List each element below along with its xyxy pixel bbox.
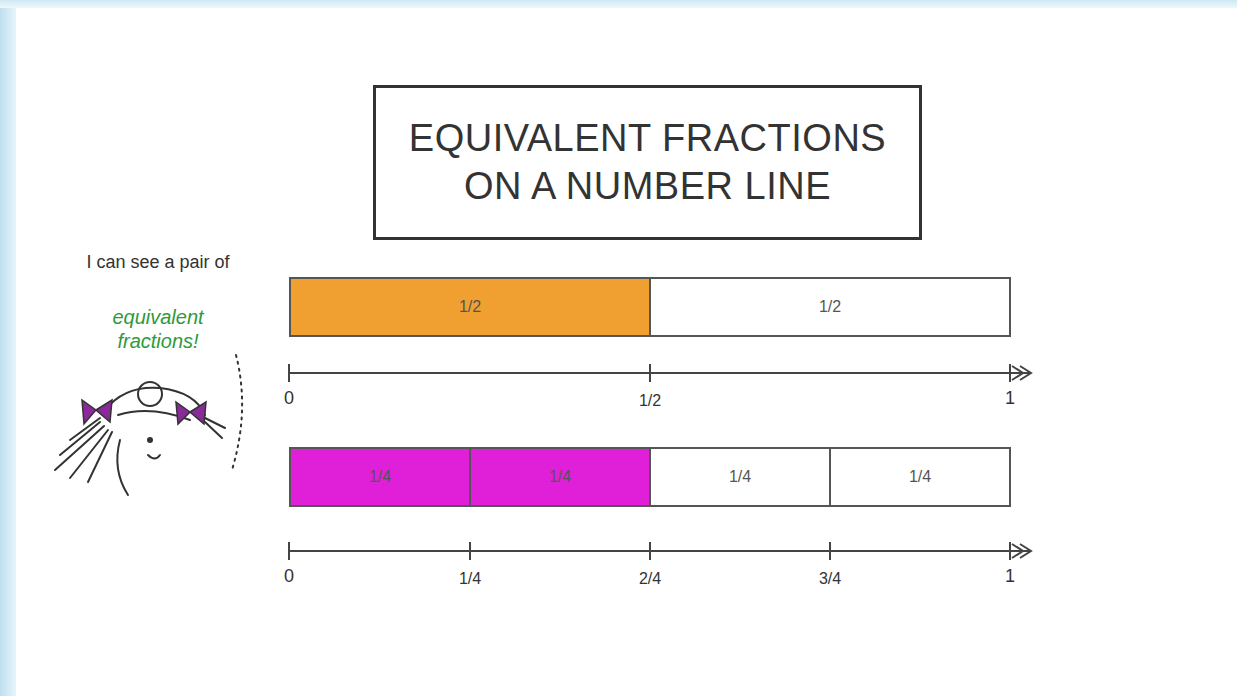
label-text: 3/4 (819, 570, 841, 587)
tick-label: 1/4 (459, 570, 481, 588)
tick-label: 1/2 (639, 392, 661, 410)
fraction-segment: 1/4 (469, 447, 651, 507)
label-text: equivalent fractions! (112, 306, 203, 352)
tick-label: 0 (284, 388, 294, 409)
fraction-segment: 1/2 (649, 277, 1011, 337)
tick-label: 0 (284, 566, 294, 587)
label-text: 0 (284, 566, 294, 586)
label-text: 1 (1005, 388, 1015, 408)
fraction-text: 1/2 (459, 298, 481, 316)
label-text: 2/4 (639, 570, 661, 587)
fraction-segment: 1/4 (829, 447, 1011, 507)
label-text: 1/4 (459, 570, 481, 587)
background-strip (0, 0, 16, 696)
title-box: EQUIVALENT FRACTIONS ON A NUMBER LINE (373, 85, 922, 240)
label-text: 1/2 (639, 392, 661, 409)
fraction-text: 1/2 (819, 298, 841, 316)
fraction-segment: 1/2 (289, 277, 651, 337)
background-strip (0, 0, 1237, 8)
tick-label: 3/4 (819, 570, 841, 588)
fraction-text: 1/4 (369, 468, 391, 486)
fraction-text: 1/4 (729, 468, 751, 486)
tick-label: 1 (1005, 566, 1015, 587)
tick-label: 2/4 (639, 570, 661, 588)
fraction-segment: 1/4 (289, 447, 471, 507)
fraction-text: 1/4 (909, 468, 931, 486)
fraction-text: 1/4 (549, 468, 571, 486)
speech-text: equivalent fractions! (73, 305, 243, 353)
fraction-segment: 1/4 (649, 447, 831, 507)
label-text: 1 (1005, 566, 1015, 586)
tick-label: 1 (1005, 388, 1015, 409)
label-text: 0 (284, 388, 294, 408)
speech-text: I can see a pair of (73, 252, 243, 274)
label-text: I can see a pair of (86, 252, 229, 272)
